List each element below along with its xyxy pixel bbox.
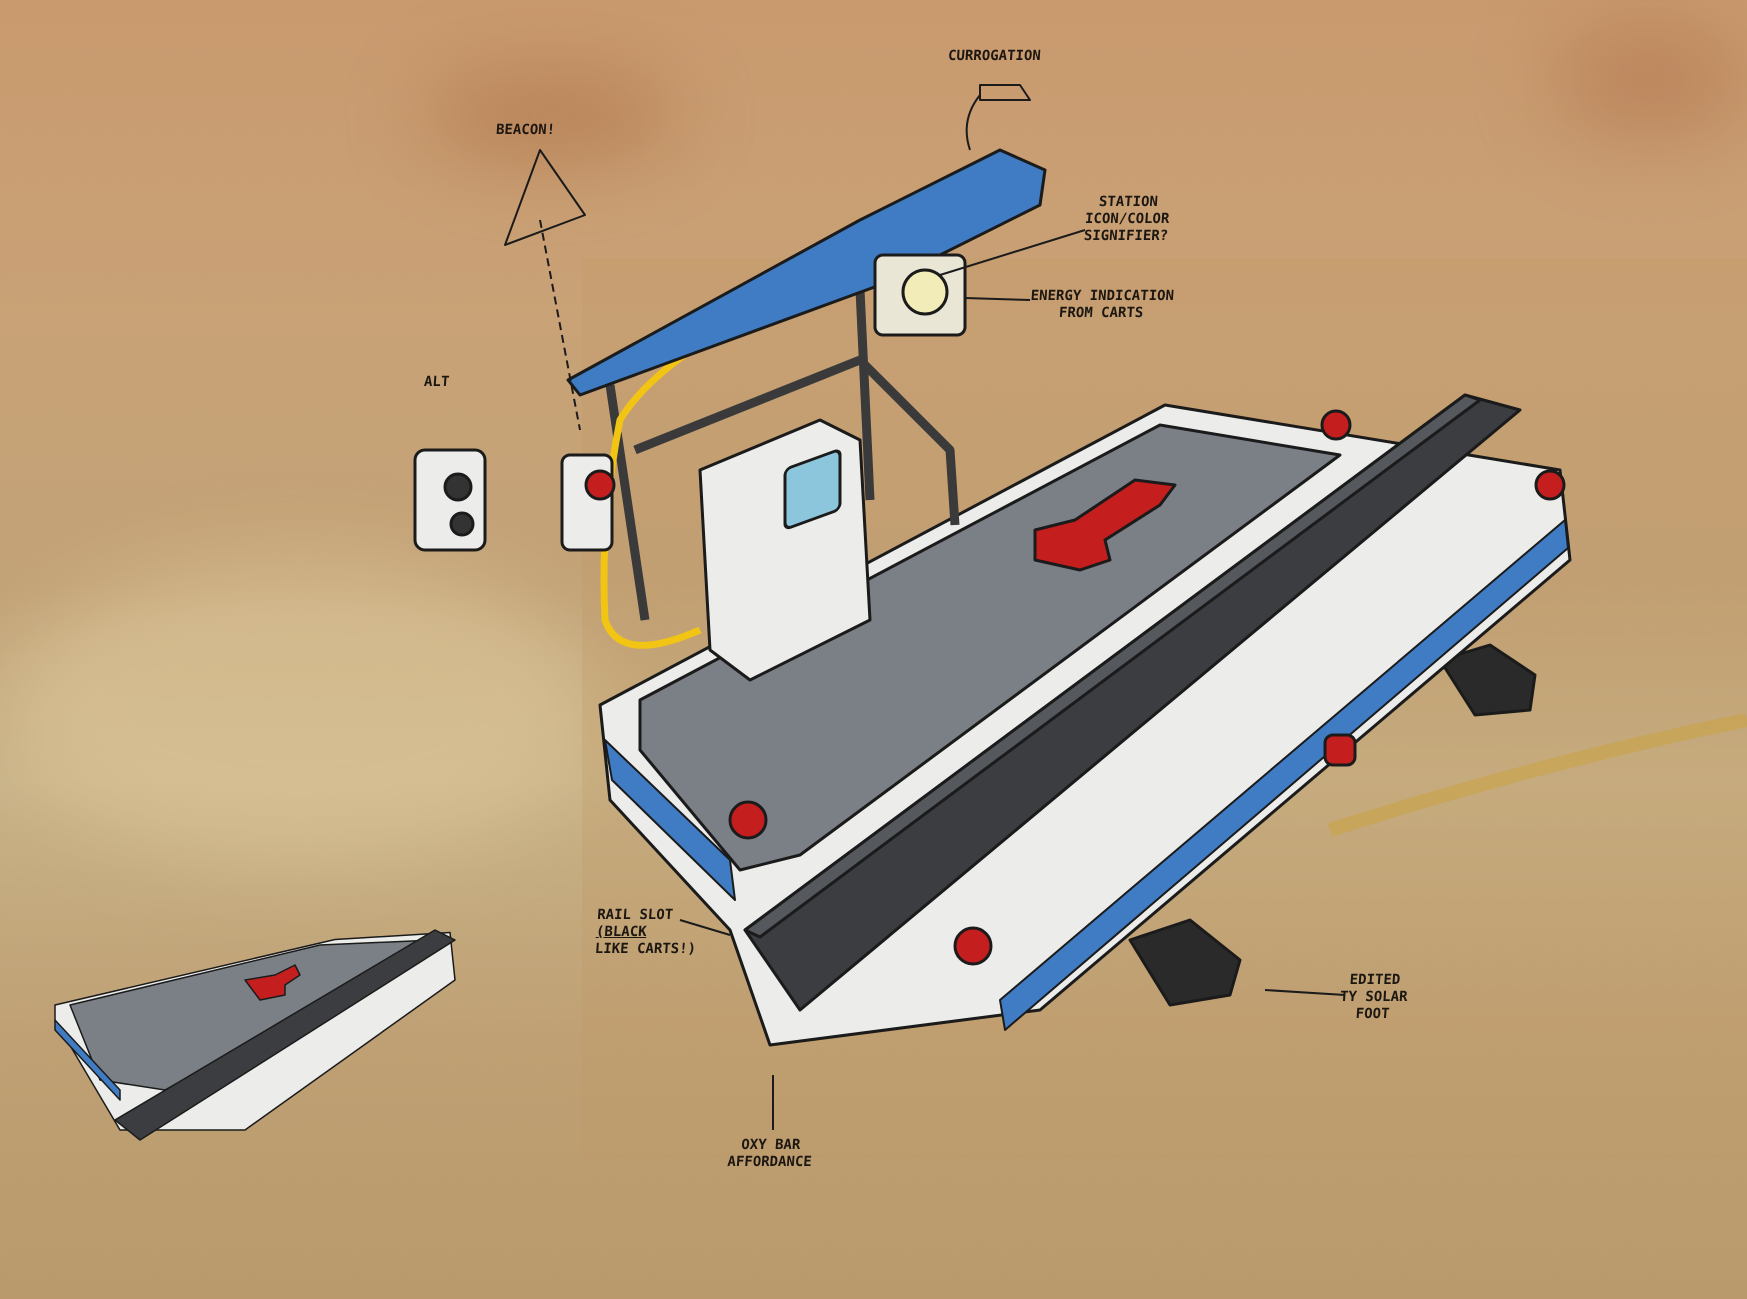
annotation-energy: ENERGY INDICATION FROM CARTS (1030, 288, 1175, 321)
beacon-sketch (504, 149, 586, 246)
background-track (1327, 713, 1747, 837)
corner-cap (728, 800, 768, 840)
red-handle (1033, 478, 1177, 572)
beacon-box (560, 453, 614, 552)
rail-slot-top (743, 393, 1482, 939)
alt-box (413, 448, 487, 552)
leader-line (679, 229, 1346, 1130)
annotation-station: STATION ICON/COLOR SIGNIFIER? (1083, 194, 1170, 244)
solar-foot (1128, 918, 1242, 1007)
beacon-button (584, 469, 616, 501)
solar-foot (1438, 643, 1537, 717)
annotation-beacon: BEACON! (495, 122, 556, 138)
currogation-sketch (979, 84, 1031, 101)
background-shadow (1550, 20, 1747, 140)
annotation-rail-slot: RAIL SLOT (BLACK LIKE CARTS!) (594, 907, 697, 957)
deck (638, 423, 1342, 872)
corner-cap (953, 926, 993, 966)
corner-cap (1320, 409, 1352, 441)
energy-indicator (901, 268, 949, 316)
background-shadow (420, 70, 680, 160)
platform-blue-stripe (999, 519, 1569, 1031)
corner-cap (1534, 469, 1566, 501)
annotation-currogation: CURROGATION (947, 48, 1042, 64)
terminal-screen (783, 449, 842, 530)
side-latch (1323, 733, 1357, 767)
canopy (566, 148, 1047, 397)
annotation-solar-foot: EDITED TY SOLAR FOOT (1339, 972, 1409, 1022)
annotation-oxy-bar: OXY BAR AFFORDANCE (726, 1137, 813, 1170)
background-highlight (0, 560, 600, 860)
annotation-alt: ALT (423, 374, 450, 390)
thumbnail-platform (54, 929, 456, 1141)
platform-blue-stripe (604, 739, 736, 901)
frame-pole (605, 289, 960, 621)
